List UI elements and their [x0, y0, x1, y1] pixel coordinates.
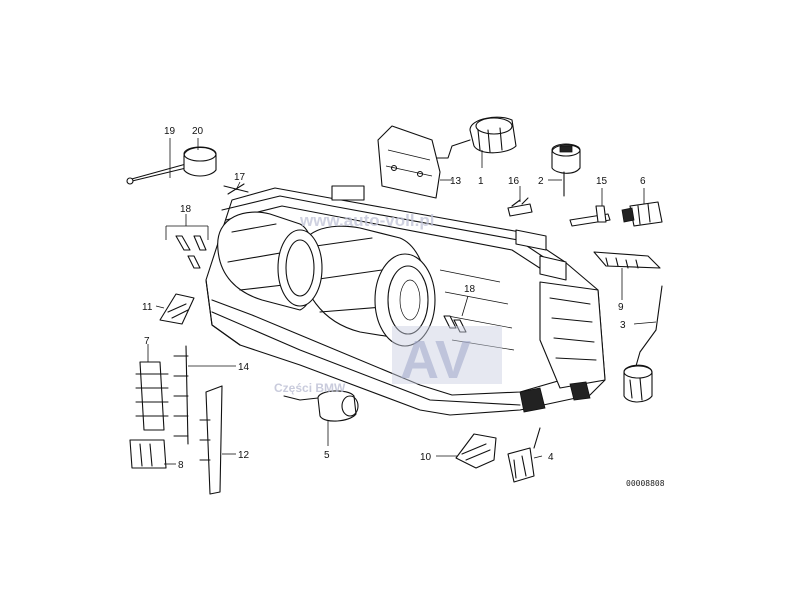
callout-5: 5: [324, 450, 330, 461]
leader-lines: [147, 138, 657, 465]
callout-12: 12: [238, 450, 250, 461]
callout-8: 8: [178, 460, 184, 471]
callout-11: 11: [142, 302, 153, 313]
part-10-relay: [455, 433, 497, 469]
part-18-connectors-left: [165, 214, 209, 269]
part-13-bracket-plate: [377, 125, 441, 199]
part-4-sensor: [507, 427, 541, 483]
part-14-lead-strip: [173, 345, 189, 445]
callout-18-right: 18: [464, 284, 476, 295]
callout-7: 7: [144, 336, 150, 347]
part-16-clip: [507, 197, 533, 217]
callout-15: 15: [596, 176, 608, 187]
watermark-layer: AV www.auto-voll.pl Części BMW: [274, 211, 502, 395]
callout-10: 10: [420, 452, 432, 463]
part-3-cable-sensor: [623, 285, 663, 403]
callout-6: 6: [640, 176, 646, 187]
part-6-switch: [621, 201, 663, 227]
part-20-vacuum-actuator: [183, 146, 217, 177]
callout-13: 13: [450, 176, 462, 187]
callout-20: 20: [192, 126, 204, 137]
callout-16: 16: [508, 176, 520, 187]
part-12-bus-bar: [199, 385, 223, 495]
callout-17: 17: [234, 172, 246, 183]
callout-18-left: 18: [180, 204, 192, 215]
callout-3: 3: [620, 320, 626, 331]
callout-9: 9: [618, 302, 624, 313]
watermark-logo: AV: [400, 330, 471, 390]
watermark-caption: Części BMW: [274, 381, 346, 395]
callout-labels: 1 2 3 4 5 6 7 8 9 10 11 12 13 14 15 16 1…: [142, 126, 646, 471]
callout-1: 1: [478, 176, 484, 187]
blower-housing: [205, 185, 606, 416]
part-11-connector: [159, 293, 195, 325]
watermark-logo-box: [392, 326, 502, 384]
part-8-terminal-strip: [129, 439, 167, 469]
callout-4: 4: [548, 452, 554, 463]
part-2-switch: [551, 143, 581, 197]
part-7-terminal-strip: [135, 361, 169, 431]
watermark-url: www.auto-voll.pl: [299, 211, 434, 230]
reference-code: 00008808: [626, 479, 665, 488]
callout-19: 19: [164, 126, 176, 137]
part-15-rod: [569, 205, 611, 227]
part-19-rod: [126, 163, 187, 185]
part-17-clip: [223, 183, 249, 195]
callout-2: 2: [538, 176, 544, 187]
part-9-terminal-plate: [593, 251, 661, 269]
callout-14: 14: [238, 362, 250, 373]
part-18-connectors-right: [443, 295, 469, 333]
part-5-resistor: [283, 390, 359, 422]
